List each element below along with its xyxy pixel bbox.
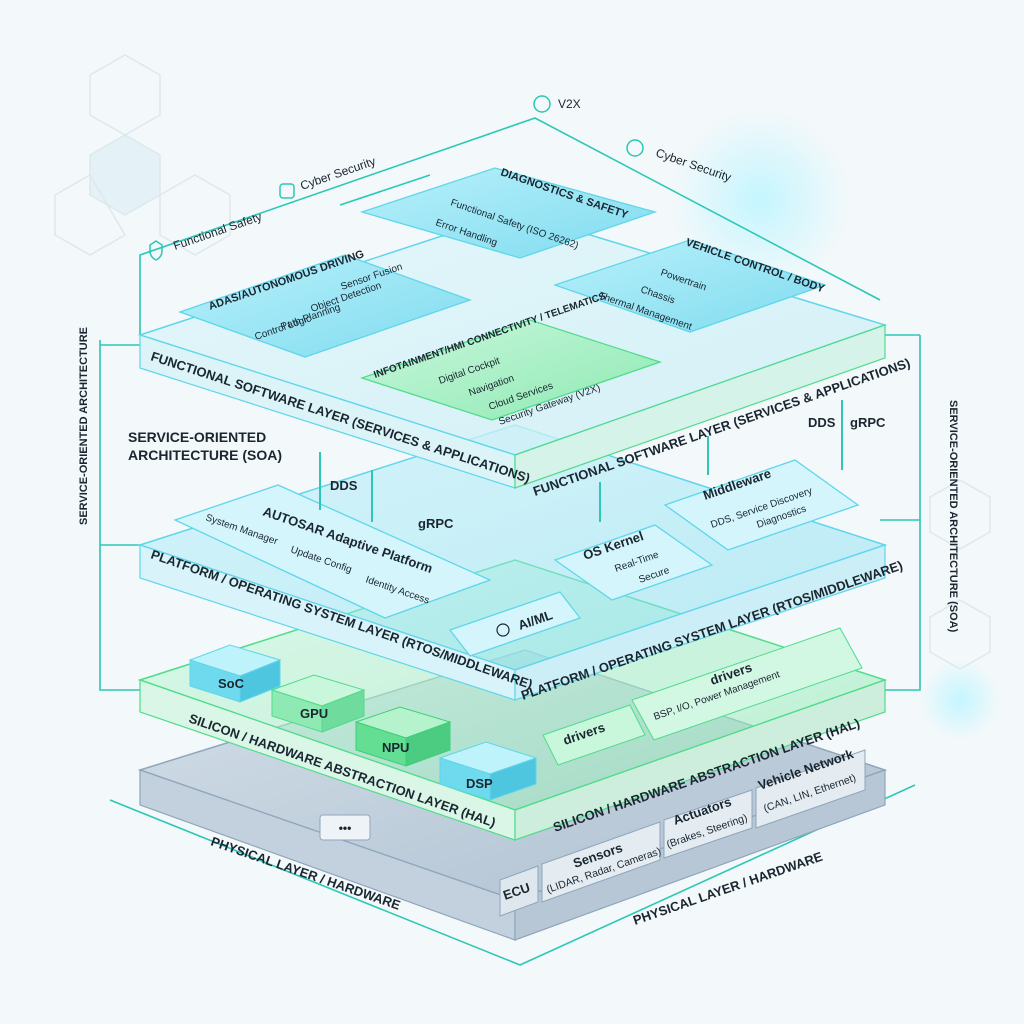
v2x-badge: V2X: [533, 95, 581, 113]
hexagon-decoration: [54, 54, 991, 670]
chip-dsp: DSP: [438, 741, 538, 801]
chip-icon: [496, 623, 510, 637]
functional-safety-badge: Functional Safety: [149, 209, 264, 261]
wireless-icon: [533, 95, 551, 113]
protocol-dds-left: DDS: [330, 478, 358, 493]
chip-gpu-label: GPU: [300, 706, 328, 721]
ecu-box: ECU: [499, 865, 539, 917]
protocol-grpc-right: gRPC: [850, 415, 886, 430]
chip-soc-label: SoC: [218, 676, 245, 691]
aiml-box: AI/ML: [448, 591, 582, 657]
port-icon: [319, 814, 371, 841]
autosar-box: AUTOSAR Adaptive Platform System Manager…: [173, 484, 492, 619]
lock-icon: [279, 183, 295, 199]
v2x-label: V2X: [558, 97, 581, 111]
protocol-dds-right: DDS: [808, 415, 836, 430]
soa-label-left-vertical: SERVICE-ORIENTED ARCHITECTURE: [78, 327, 90, 525]
glow-decoration: [920, 660, 1000, 740]
chip-gpu: GPU: [270, 674, 366, 733]
functional-layer: FUNCTIONAL SOFTWARE LAYER (SERVICES & AP…: [137, 166, 912, 499]
shield-check-icon: [149, 240, 163, 261]
protocol-grpc-left: gRPC: [418, 516, 454, 531]
cyber-security-badge-left: Cyber Security: [279, 154, 377, 199]
glow-decoration: [670, 110, 850, 290]
connector-lines: [99, 117, 921, 966]
chip-soc: SoC: [188, 644, 282, 703]
chip-dsp-label: DSP: [466, 776, 493, 791]
port-dots: •••: [339, 821, 352, 835]
soa-center-line1: SERVICE-ORIENTED: [128, 429, 266, 445]
platform-layer: PLATFORM / OPERATING SYSTEM LAYER (RTOS/…: [137, 424, 905, 703]
soa-label-right-vertical: SERVICE-ORIENTED ARCHITECTURE (SOA): [947, 400, 959, 633]
chip-npu-label: NPU: [382, 740, 409, 755]
gear-icon: [626, 139, 644, 157]
soa-center-line2: ARCHITECTURE (SOA): [128, 447, 282, 463]
protocol-arrows: [319, 400, 843, 522]
chip-npu: NPU: [354, 706, 452, 767]
functional-safety-label: Functional Safety: [171, 209, 263, 252]
